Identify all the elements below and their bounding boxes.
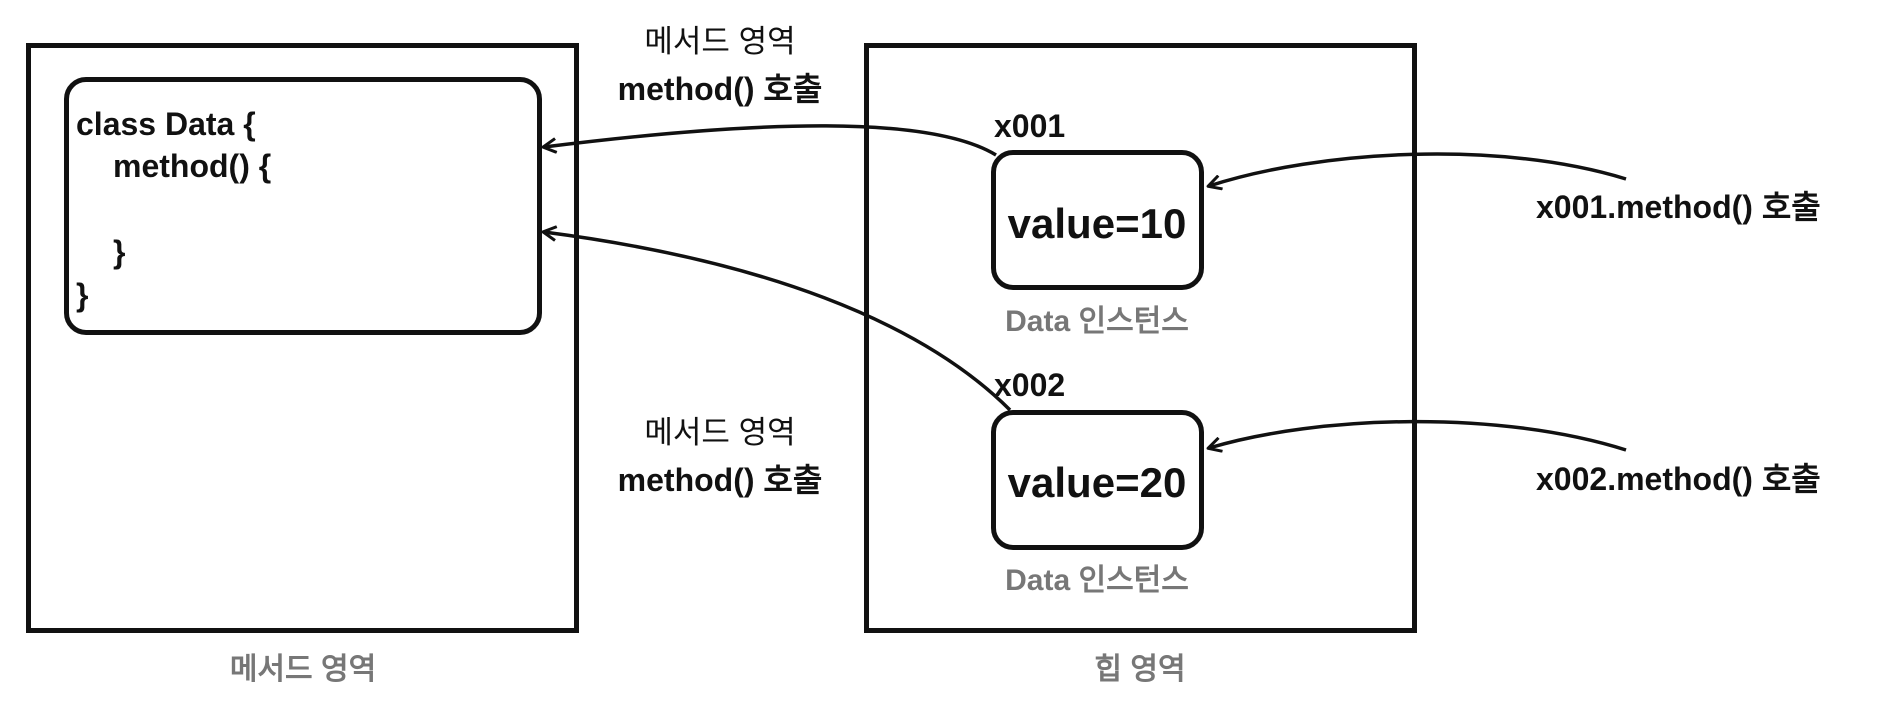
instance-value-2: value=20 xyxy=(1007,459,1187,506)
instance-caption-2: Data 인스턴스 xyxy=(1005,564,1189,597)
instance-value-1: value=10 xyxy=(1007,200,1187,247)
instance-ref-x002: x002 xyxy=(994,367,1066,403)
instance-ref-x001: x001 xyxy=(994,108,1066,144)
call-label-x001: x001.method() 호출 xyxy=(1536,189,1821,225)
data-instance-box-2 xyxy=(991,410,1204,550)
arrow-label-1-line2: method() 호출 xyxy=(617,71,823,107)
code-line-method-close: } xyxy=(113,234,126,270)
code-line-method-header: method() { xyxy=(113,148,272,184)
arrow-label-1-line1: 메서드 영역 xyxy=(644,24,796,59)
arrow-label-2-line1: 메서드 영역 xyxy=(644,415,796,450)
instance-caption-1: Data 인스턴스 xyxy=(1005,305,1189,338)
heap-area-title: 힙 영역 xyxy=(1094,653,1186,686)
method-area-title: 메서드 영역 xyxy=(229,653,377,686)
code-line-class-header: class Data { xyxy=(76,106,256,142)
call-label-x002: x002.method() 호출 xyxy=(1536,461,1821,497)
code-line-class-close: } xyxy=(76,277,89,313)
data-instance-box-1 xyxy=(991,150,1204,290)
class-data-code-box xyxy=(64,77,542,335)
arrow-label-2-line2: method() 호출 xyxy=(617,462,823,498)
